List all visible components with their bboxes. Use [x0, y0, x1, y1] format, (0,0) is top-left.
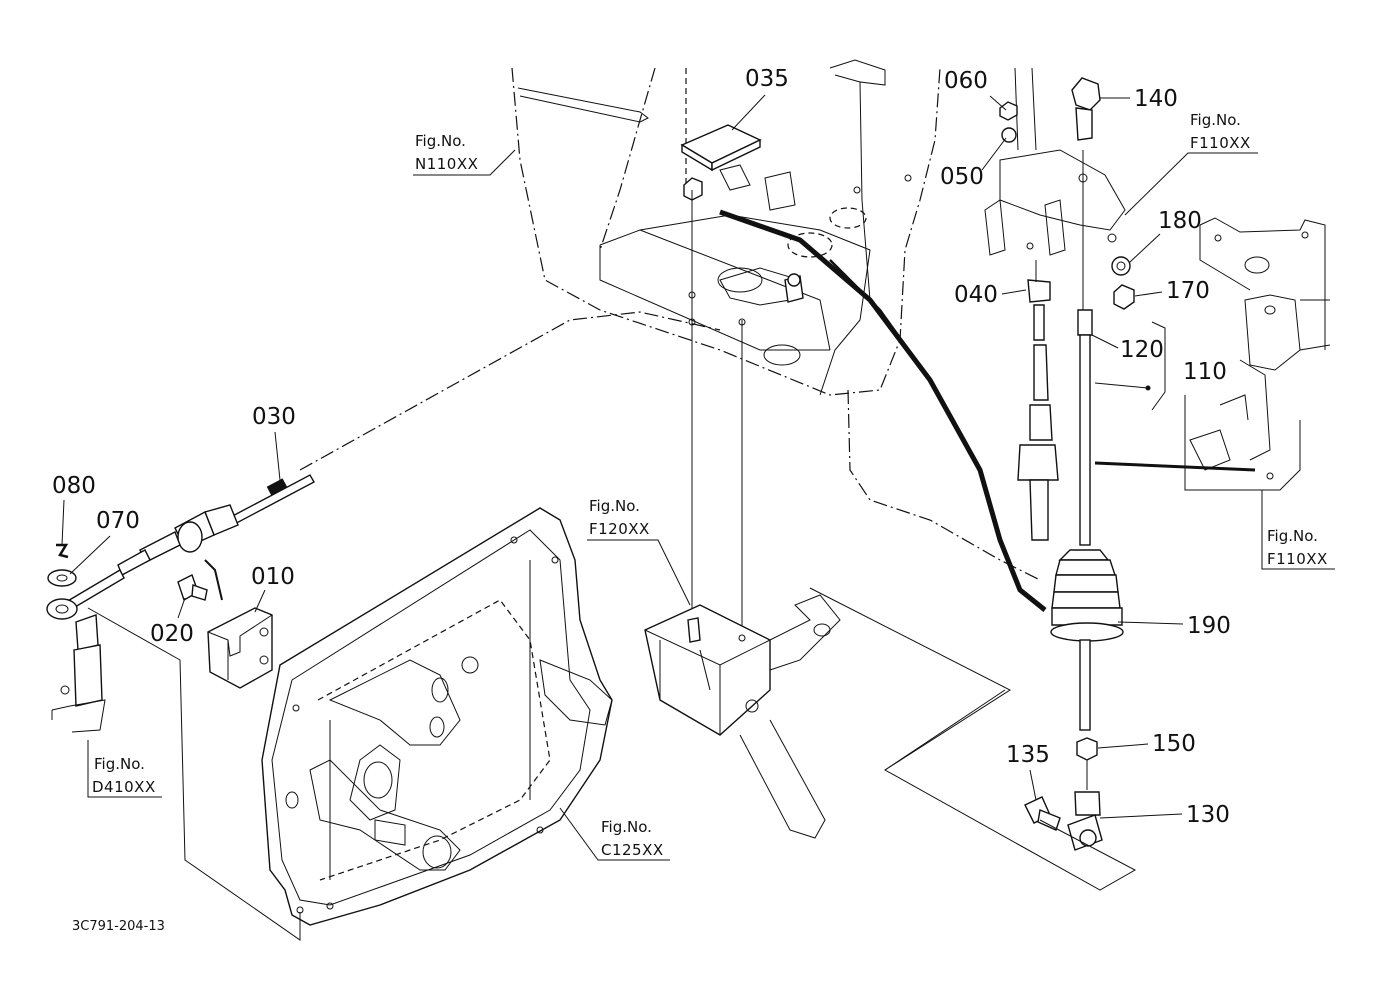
shift-lever-assembly-drawing — [809, 67, 1137, 891]
upper-housing-drawing — [511, 59, 941, 396]
fig-ref-d410-code: D410XX — [92, 778, 156, 796]
cable-bracket-drawing — [177, 559, 273, 689]
fig-ref-f120-code: F120XX — [589, 520, 650, 538]
part-label-070: 070 — [96, 508, 140, 534]
control-cable-drawing — [46, 474, 315, 733]
fig-ref-f110-right-code: F110XX — [1267, 550, 1328, 568]
fig-ref-f110-top-code: F110XX — [1190, 134, 1251, 152]
part-label-130: 130 — [1186, 802, 1230, 828]
fig-ref-n110-code: N110XX — [415, 155, 478, 173]
part-label-170: 170 — [1166, 278, 1210, 304]
part-label-080: 080 — [52, 473, 96, 499]
part-labels: 035 060 050 140 180 170 040 120 110 190 … — [52, 66, 1231, 828]
fig-ref-f120-caption: Fig.No. — [589, 497, 640, 515]
gearbox-cover-drawing — [261, 507, 613, 926]
part-label-140: 140 — [1134, 86, 1178, 112]
right-bracket-drawing — [1184, 217, 1331, 491]
part-label-060: 060 — [944, 68, 988, 94]
part-label-050: 050 — [940, 164, 984, 190]
part-label-010: 010 — [251, 564, 295, 590]
figure-references: Fig.No. N110XX Fig.No. F110XX Fig.No. F1… — [87, 111, 1335, 861]
drawing-id: 3C791-204-13 — [72, 919, 165, 934]
part-label-190: 190 — [1187, 613, 1231, 639]
part-label-150: 150 — [1152, 731, 1196, 757]
center-bracket-drawing — [644, 594, 841, 839]
part-label-120: 120 — [1120, 337, 1164, 363]
part-label-040: 040 — [954, 282, 998, 308]
part-label-180: 180 — [1158, 208, 1202, 234]
part-label-135: 135 — [1006, 742, 1050, 768]
fig-ref-d410-caption: Fig.No. — [94, 755, 145, 773]
part-label-020: 020 — [150, 621, 194, 647]
fig-ref-c125-code: C125XX — [601, 841, 664, 859]
fig-ref-n110-caption: Fig.No. — [415, 132, 466, 150]
part-label-035: 035 — [745, 66, 789, 92]
part-label-110: 110 — [1183, 359, 1227, 385]
fig-ref-c125-caption: Fig.No. — [601, 818, 652, 836]
fig-ref-f110-top-caption: Fig.No. — [1190, 111, 1241, 129]
part-label-030: 030 — [252, 404, 296, 430]
fig-ref-f110-right-caption: Fig.No. — [1267, 527, 1318, 545]
